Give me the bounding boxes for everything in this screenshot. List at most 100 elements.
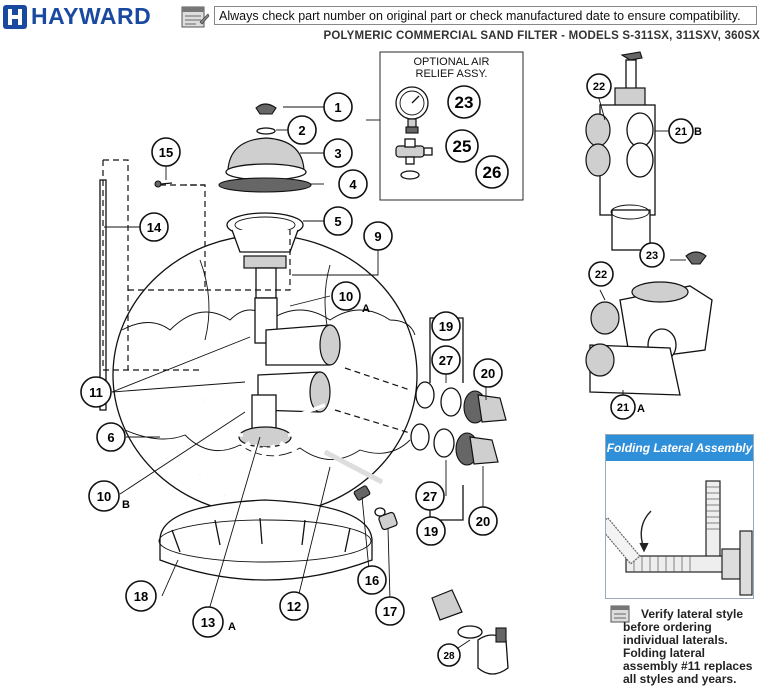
part-28-pieces bbox=[431, 589, 509, 675]
optional-box-frame bbox=[379, 51, 524, 201]
callout-13: 13 A bbox=[192, 606, 236, 638]
svg-text:11: 11 bbox=[89, 385, 103, 400]
svg-text:19: 19 bbox=[424, 524, 438, 539]
drain-plug-parts bbox=[353, 485, 398, 531]
folding-lateral-title: Folding Lateral Assembly bbox=[606, 435, 753, 461]
svg-text:10: 10 bbox=[97, 489, 111, 504]
note-line3: individual laterals. bbox=[623, 633, 728, 647]
callout-27a: 27 bbox=[431, 345, 461, 375]
svg-text:23: 23 bbox=[646, 250, 658, 262]
svg-text:6: 6 bbox=[107, 430, 114, 445]
bulkhead-fittings-upper bbox=[415, 381, 507, 424]
page-subtitle: POLYMERIC COMMERCIAL SAND FILTER - MODEL… bbox=[323, 30, 760, 42]
callout-20b: 20 bbox=[468, 506, 498, 536]
callout-20a: 20 bbox=[473, 358, 503, 388]
callout-17: 17 bbox=[375, 596, 405, 626]
valve-21a-part bbox=[585, 251, 713, 396]
svg-text:2: 2 bbox=[298, 123, 305, 138]
folding-lateral-box: Folding Lateral Assembly bbox=[597, 434, 754, 599]
callout-5: 5 bbox=[323, 206, 353, 236]
pressure-gauge-icon bbox=[395, 86, 429, 134]
svg-text:27: 27 bbox=[423, 489, 437, 504]
air-relief-valve-icon bbox=[395, 138, 433, 165]
callout-14: 14 bbox=[139, 212, 169, 242]
callout-11: 11 bbox=[80, 376, 112, 408]
svg-text:28: 28 bbox=[443, 651, 455, 662]
svg-text:14: 14 bbox=[147, 220, 162, 235]
svg-text:22: 22 bbox=[595, 269, 607, 281]
svg-text:B: B bbox=[694, 126, 702, 138]
svg-text:27: 27 bbox=[439, 353, 453, 368]
screw-15-part bbox=[154, 180, 173, 188]
optional-air-relief-title: OPTIONAL AIR RELIEF ASSY. bbox=[384, 56, 519, 80]
svg-text:5: 5 bbox=[334, 214, 341, 229]
svg-text:21: 21 bbox=[675, 126, 687, 138]
hayward-logo-icon bbox=[3, 4, 27, 29]
callout-26: 26 bbox=[475, 155, 509, 189]
svg-text:15: 15 bbox=[159, 145, 173, 160]
valve-21b-part bbox=[585, 51, 656, 251]
svg-text:A: A bbox=[228, 621, 236, 633]
callout-23b: 23 bbox=[639, 242, 665, 268]
svg-text:4: 4 bbox=[349, 177, 357, 192]
note-calendar-icon bbox=[610, 605, 630, 623]
leader-lines bbox=[104, 94, 686, 651]
note-line5: assembly #11 replaces bbox=[623, 659, 753, 673]
svg-text:12: 12 bbox=[287, 599, 301, 614]
callout-4: 4 bbox=[338, 169, 368, 199]
svg-text:20: 20 bbox=[481, 366, 495, 381]
svg-text:9: 9 bbox=[374, 229, 381, 244]
svg-text:18: 18 bbox=[134, 589, 148, 604]
svg-text:16: 16 bbox=[365, 573, 379, 588]
callout-9: 9 bbox=[363, 221, 393, 251]
brand-name: HAYWARD bbox=[31, 3, 152, 29]
callout-1: 1 bbox=[323, 92, 353, 122]
svg-text:19: 19 bbox=[439, 319, 453, 334]
lateral-note: Verify lateral style before ordering ind… bbox=[623, 608, 768, 686]
callout-6: 6 bbox=[96, 422, 126, 452]
lateral-12-part bbox=[323, 449, 384, 485]
svg-text:1: 1 bbox=[334, 100, 341, 115]
standpipe-assembly bbox=[243, 255, 341, 436]
note-line6: all styles and years. bbox=[623, 672, 737, 686]
oring-26-icon bbox=[400, 170, 420, 180]
callout-12: 12 bbox=[279, 591, 309, 621]
svg-text:A: A bbox=[637, 403, 645, 415]
note-line4: Folding lateral bbox=[623, 646, 706, 660]
callout-10b: 10B bbox=[88, 480, 130, 512]
callout-15: 15 bbox=[151, 137, 181, 167]
folding-lateral-illustration bbox=[597, 480, 753, 596]
svg-text:A: A bbox=[362, 303, 370, 315]
note-line2: before ordering bbox=[623, 620, 712, 634]
filter-base-part bbox=[158, 499, 373, 581]
callout-16: 16 bbox=[357, 565, 387, 595]
svg-text:21: 21 bbox=[617, 402, 629, 414]
callout-25: 25 bbox=[445, 129, 479, 163]
callout-21b: 21 B bbox=[668, 118, 702, 144]
svg-text:22: 22 bbox=[593, 81, 605, 93]
callout-19a: 19 bbox=[431, 311, 461, 341]
callout-10a: 10A bbox=[331, 281, 370, 315]
callout-22b: 22 bbox=[588, 261, 614, 287]
callout-3: 3 bbox=[323, 138, 353, 168]
callout-28: 28 bbox=[437, 643, 461, 667]
callout-18: 18 bbox=[125, 580, 157, 612]
svg-text:23: 23 bbox=[455, 93, 474, 112]
callout-22a: 22 bbox=[586, 73, 612, 99]
svg-text:B: B bbox=[122, 499, 130, 511]
pipe-14-part bbox=[99, 159, 291, 411]
callout-2: 2 bbox=[287, 115, 317, 145]
callout-23a: 23 bbox=[447, 85, 481, 119]
svg-text:17: 17 bbox=[383, 604, 397, 619]
svg-text:20: 20 bbox=[476, 514, 490, 529]
calendar-note-icon bbox=[181, 6, 210, 28]
optional-title-line1: OPTIONAL AIR bbox=[413, 56, 490, 68]
top-cover-parts bbox=[218, 103, 312, 253]
callout-19b: 19 bbox=[416, 516, 446, 546]
svg-text:26: 26 bbox=[483, 163, 502, 182]
svg-text:13: 13 bbox=[201, 615, 215, 630]
callout-27b: 27 bbox=[415, 481, 445, 511]
hayward-logo: HAYWARD bbox=[2, 3, 170, 30]
svg-text:10: 10 bbox=[339, 289, 353, 304]
